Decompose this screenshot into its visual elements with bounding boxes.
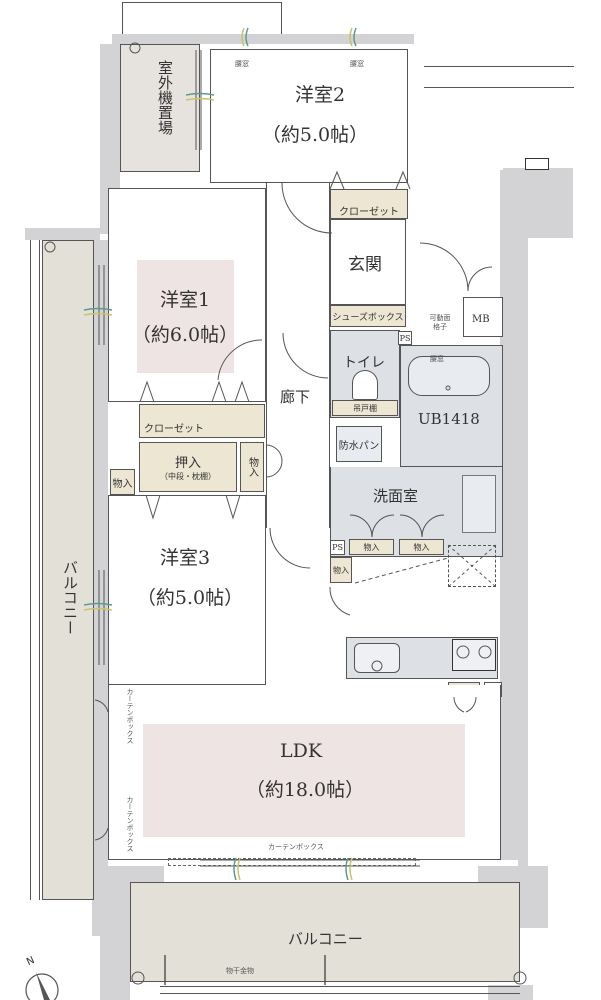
hallway-label: 廊下 (280, 388, 311, 406)
ldk-highlight (143, 724, 465, 837)
washroom-label: 洗面室 (373, 487, 419, 505)
closet-western-1: クローゼット (139, 404, 265, 438)
storage-west-small: 物入 (110, 469, 135, 495)
waist-window-label-2: 腰窓 (350, 60, 364, 68)
mb-label: MB (472, 314, 490, 325)
closet-door-swing (281, 182, 333, 234)
entrance-door-swing (419, 242, 469, 292)
waterproof-pan: 防水パン (336, 426, 382, 462)
bath-label: UB1418 (418, 410, 480, 428)
room-western-1-name: 洋室1 (159, 289, 211, 311)
balcony-west-rail (30, 240, 40, 900)
storage-washroom-2: 物入 (399, 539, 444, 555)
wall-outdoor-unit-left (100, 44, 120, 234)
toilet-door-swing (282, 332, 329, 379)
balcony-south-rail (160, 986, 520, 994)
outdoor-unit-area (120, 44, 200, 172)
hanging-cabinet: 吊戸棚 (332, 400, 398, 416)
wall-east (500, 170, 518, 860)
room-western-2-name: 洋室2 (294, 84, 346, 106)
top-left-railing (122, 2, 282, 34)
refrigerator-space (448, 545, 496, 587)
ldk-name: LDK (280, 740, 323, 762)
wall-east-top (503, 168, 573, 228)
closet-western-2: クローゼット (330, 189, 408, 219)
balcony-south-label: バルコニー (288, 930, 363, 948)
curtain-box-label-2: カーテンボックス (126, 796, 134, 852)
meter-box (463, 297, 503, 337)
toilet-label: トイレ (343, 355, 385, 371)
room-western-1-size: （約6.0帖） (131, 324, 239, 346)
wall-top (112, 34, 414, 44)
western1-door-swing (217, 339, 263, 381)
shoe-box: シューズボックス (330, 305, 406, 327)
kitchen-storage-door (329, 586, 351, 616)
waterproof-pan-label: 防水パン (338, 440, 380, 452)
wall-east-lower (518, 228, 528, 928)
sink-icon (354, 643, 400, 673)
room-western-3-size: （約5.0帖） (136, 587, 244, 609)
oshiire-sub-label: （中段・枕棚） (160, 472, 216, 481)
room-western-1-highlight (137, 260, 234, 373)
room-western-2-size: （約5.0帖） (261, 124, 369, 146)
ps-label-2: PS (330, 540, 345, 555)
exterior-column (525, 158, 549, 170)
curtain-box-label-1: カーテンボックス (126, 688, 134, 744)
oshiire-closet: 押入 （中段・枕棚） (139, 442, 237, 492)
outdoor-unit-label: 室外機置場 (156, 60, 174, 135)
balcony-west (42, 240, 94, 900)
stove-icon (452, 639, 496, 671)
balcony-west-label: バルコニー (61, 560, 79, 635)
movable-grille-label: 可動面格子 (429, 314, 451, 331)
waist-window-label-3: 腰窓 (430, 355, 444, 363)
top-right-railing (424, 66, 574, 88)
wall-east-top-right (518, 228, 573, 238)
wall-south-left-corner (100, 936, 130, 1000)
curtain-box-label-3: カーテンボックス (268, 843, 324, 851)
room-entrance (330, 219, 406, 305)
waist-window-label-1: 腰窓 (235, 60, 249, 68)
washer-space (462, 475, 496, 533)
wall-west-inner (92, 240, 108, 900)
wall-bottom-right-block (488, 985, 533, 1000)
storage-hall-side: 物入 (240, 442, 264, 492)
ldk-size: （約18.0帖） (245, 779, 365, 801)
drying-hardware-label: 物干金物 (226, 967, 254, 975)
storage-kitchen-entry: 物入 (330, 557, 352, 583)
mb-door-swing (467, 266, 493, 292)
toilet-bowl-icon (352, 370, 378, 400)
wall-west-top (25, 228, 100, 240)
western3-door-swing (269, 527, 311, 569)
room-western-3 (108, 495, 266, 685)
compass-icon (25, 972, 59, 1000)
storage-washroom-1: 物入 (349, 539, 394, 555)
room-western-2 (210, 49, 408, 183)
bathtub-icon (408, 356, 490, 396)
hallway (266, 183, 330, 528)
entrance-label: 玄関 (348, 255, 382, 275)
oshiire-label: 押入 (174, 456, 201, 471)
ps-label-1: PS (398, 331, 412, 345)
room-western-3-name: 洋室3 (159, 547, 211, 569)
